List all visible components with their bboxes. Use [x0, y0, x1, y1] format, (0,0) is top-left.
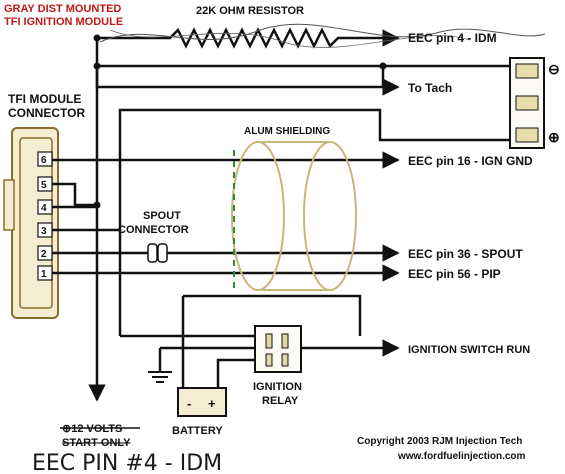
tach-wire: [95, 66, 400, 96]
relay-terminal: [281, 333, 289, 349]
spout-connector-half[interactable]: [157, 243, 168, 263]
shield-ellipse-right: [303, 141, 357, 291]
pin-5-label: 5: [41, 180, 47, 191]
relay-label-line1: IGNITION: [253, 381, 302, 393]
coil-negative-symbol: ⊖: [548, 61, 560, 77]
coil-terminal: [515, 63, 539, 79]
pin5-wire: [52, 182, 97, 207]
spout-label-line1: SPOUT: [143, 210, 181, 222]
spout-connector-half[interactable]: [147, 243, 158, 263]
coil-positive-wire: [118, 108, 510, 336]
output-ign-gnd-label: EEC pin 16 - IGN GND: [408, 154, 533, 168]
volts-label-line2: START ONLY: [62, 437, 131, 449]
battery-positive-terminal: +: [208, 396, 216, 411]
copyright-line1: Copyright 2003 RJM Injection Tech: [357, 436, 522, 447]
resistor-label: 22K OHM RESISTOR: [196, 5, 304, 17]
coil-terminal: [515, 127, 539, 143]
shield-ellipse-left: [231, 141, 285, 291]
title-line1: GRAY DIST MOUNTED: [4, 3, 121, 15]
scribble-mark: [109, 29, 471, 48]
shield-body: [258, 141, 330, 291]
pin-3-label: 3: [41, 226, 47, 237]
connector-label-line2: CONNECTOR: [8, 106, 85, 120]
battery-label: BATTERY: [172, 425, 223, 437]
output-pip-label: EEC pin 56 - PIP: [408, 267, 501, 281]
pin-1-label: 1: [41, 269, 47, 280]
relay-label-line2: RELAY: [262, 395, 299, 407]
output-spout-label: EEC pin 36 - SPOUT: [408, 247, 523, 261]
ground-icon: [148, 371, 172, 383]
resistor-wire: [97, 27, 400, 49]
copyright-line2: www.fordfuelinjection.com: [397, 451, 526, 462]
shielding-label: ALUM SHIELDING: [244, 126, 330, 137]
tfi-connector-latch: [3, 179, 15, 231]
spout-label-line2: CONNECTOR: [118, 224, 189, 236]
handwritten-note: EEC PIN #4 - IDM: [32, 451, 222, 474]
output-ign-run-label: IGNITION SWITCH RUN: [408, 344, 530, 356]
relay-terminal: [265, 333, 273, 349]
relay-terminal: [281, 353, 289, 367]
relay-to-coil-wire: [183, 294, 362, 336]
pin-6-label: 6: [41, 155, 47, 166]
coil-terminal: [515, 95, 539, 111]
junction-dot: [93, 34, 101, 42]
title-line2: TFI IGNITION MODULE: [4, 16, 123, 28]
battery-positive-wire: [216, 358, 255, 388]
battery: [177, 387, 227, 417]
ignition-relay: [254, 325, 302, 373]
connector-label-line1: TFI MODULE: [8, 92, 81, 106]
output-idm-label: EEC pin 4 - IDM: [408, 31, 497, 45]
coil-positive-symbol: ⊕: [548, 129, 560, 145]
pin-2-label: 2: [41, 249, 47, 260]
output-tach-label: To Tach: [408, 81, 452, 95]
volts-label-line1: ⊕12 VOLTS: [62, 423, 122, 435]
scribble-mark: [99, 23, 546, 43]
battery-negative-terminal: -: [187, 396, 191, 411]
relay-terminal: [265, 353, 273, 367]
pin-4-label: 4: [41, 203, 47, 214]
